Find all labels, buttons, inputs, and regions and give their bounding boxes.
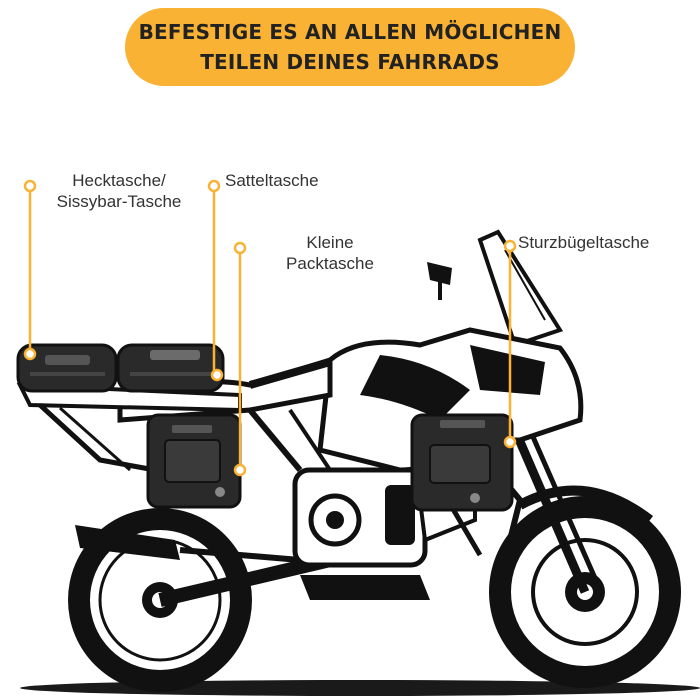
headline-line-1: BEFESTIGE ES AN ALLEN MÖGLICHEN (138, 20, 562, 44)
callout-dot-klein-bottom (233, 463, 247, 477)
callout-dot-sattel-top (207, 179, 221, 193)
callout-heck-line-2: Sissybar-Tasche (56, 192, 182, 211)
windscreen (477, 229, 564, 348)
mirror (427, 262, 452, 285)
small-side-bag (146, 413, 242, 509)
tank-stripe (360, 355, 470, 420)
front-fairing (470, 345, 545, 395)
callout-label-klein: Kleine Packtasche (270, 232, 390, 274)
callout-dot-sturz-top (503, 239, 517, 253)
headline-banner: BEFESTIGE ES AN ALLEN MÖGLICHEN TEILEN D… (125, 8, 575, 86)
callout-label-sturz: Sturzbügeltasche (518, 232, 649, 253)
callout-label-sattel: Satteltasche (225, 170, 319, 191)
callout-heck-line-1: Hecktasche/ (72, 171, 166, 190)
callout-dot-sturz-bottom (503, 435, 517, 449)
callout-klein-line-2: Packtasche (286, 254, 374, 273)
front-mudguard (517, 485, 654, 524)
callout-dots (23, 179, 517, 477)
callout-sattel-line-1: Satteltasche (225, 171, 319, 190)
crash-bar-bag (410, 413, 514, 512)
callout-klein-line-1: Kleine (306, 233, 354, 252)
callout-lines (28, 186, 512, 468)
callout-dot-heck-top (23, 179, 37, 193)
callout-dot-sattel-bottom (210, 368, 224, 382)
exhaust (75, 525, 180, 560)
callout-label-heck: Hecktasche/ Sissybar-Tasche (46, 170, 192, 212)
callout-sturz-line-1: Sturzbügeltasche (518, 233, 650, 252)
callout-dot-heck-bottom (23, 347, 37, 361)
tail-bag (16, 343, 118, 393)
callout-dot-klein-top (233, 241, 247, 255)
headline-line-2: TEILEN DEINES FAHRRADS (200, 50, 500, 74)
frame-tube (247, 408, 303, 472)
saddle-bag (116, 343, 225, 393)
front-fork (510, 428, 590, 594)
